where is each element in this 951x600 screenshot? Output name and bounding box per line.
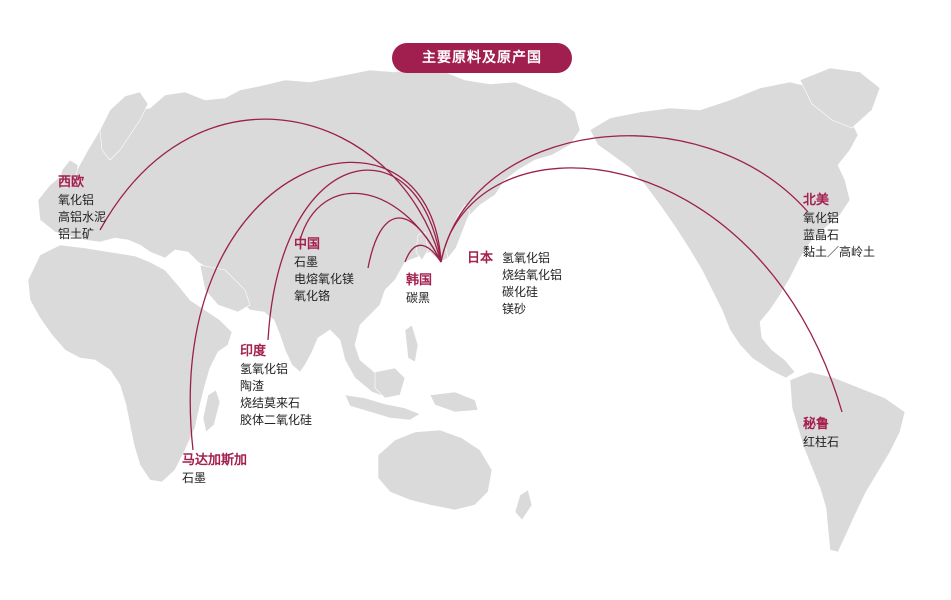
land-britain <box>59 159 79 189</box>
region-india: 印度氢氧化铝陶渣烧结莫来石胶体二氧化硅 <box>240 343 312 429</box>
arc-east-asia <box>367 217 442 269</box>
page-title: 主要原料及原产国 <box>392 43 572 73</box>
land-indonesia <box>344 394 421 421</box>
land-newguinea <box>429 391 479 413</box>
region-madagascar: 马达加斯加石墨 <box>182 452 247 487</box>
region-item: 氢氧化铝 <box>240 362 289 376</box>
region-item: 碳化硅 <box>502 285 539 299</box>
region-name: 马达加斯加 <box>182 453 248 468</box>
region-item: 胶体二氧化硅 <box>240 413 313 427</box>
region-item: 氧化铝 <box>803 211 840 225</box>
region-name: 韩国 <box>406 273 433 288</box>
arc-peru <box>440 167 843 413</box>
region-name: 印度 <box>240 344 267 359</box>
region-item: 石墨 <box>294 255 319 269</box>
land-philippines <box>404 324 419 363</box>
region-china: 中国石墨电熔氧化镁氧化铬 <box>294 236 354 305</box>
region-north-america: 北美氧化铝蓝晶石黏土／高岭土 <box>803 192 875 261</box>
region-item: 铝土矿 <box>58 227 95 241</box>
region-item: 黏土／高岭土 <box>803 245 876 259</box>
region-peru: 秘鲁红柱石 <box>803 416 839 451</box>
region-item: 氧化铬 <box>294 289 331 303</box>
region-item: 石墨 <box>182 471 207 485</box>
region-item: 碳黑 <box>406 291 431 305</box>
region-name: 中国 <box>294 237 321 252</box>
region-western-europe: 西欧氧化铝高铝水泥铝土矿 <box>58 174 106 243</box>
region-item: 红柱石 <box>803 435 840 449</box>
region-item: 镁砂 <box>502 302 527 316</box>
land-scandinavia <box>99 91 149 161</box>
arc-korea <box>404 244 442 263</box>
region-item: 电熔氧化镁 <box>294 272 355 286</box>
land-greenland <box>799 67 881 129</box>
region-name: 西欧 <box>58 175 85 190</box>
arc-madagascar <box>189 161 442 451</box>
land-newzealand <box>514 489 533 521</box>
region-item: 蓝晶石 <box>803 228 840 242</box>
arc-western-europe <box>99 118 442 263</box>
region-name: 日本 <box>467 251 494 266</box>
land-madagascar <box>202 389 221 433</box>
region-item: 氧化铝 <box>58 193 95 207</box>
land-africa <box>27 244 233 483</box>
region-item: 陶渣 <box>240 379 265 393</box>
region-item: 氢氧化铝 <box>502 251 551 265</box>
region-item: 烧结莫来石 <box>240 396 301 410</box>
region-item: 高铝水泥 <box>58 210 107 224</box>
land-australia <box>377 429 493 511</box>
region-korea: 韩国碳黑 <box>406 272 432 307</box>
region-name: 北美 <box>803 193 830 208</box>
land-borneo <box>374 367 406 399</box>
region-item: 烧结氧化铝 <box>502 268 563 282</box>
land-south-america <box>789 371 906 553</box>
region-name: 秘鲁 <box>803 417 830 432</box>
arc-north-america <box>440 135 809 263</box>
arc-india <box>267 169 442 341</box>
land-north-america <box>589 81 859 379</box>
